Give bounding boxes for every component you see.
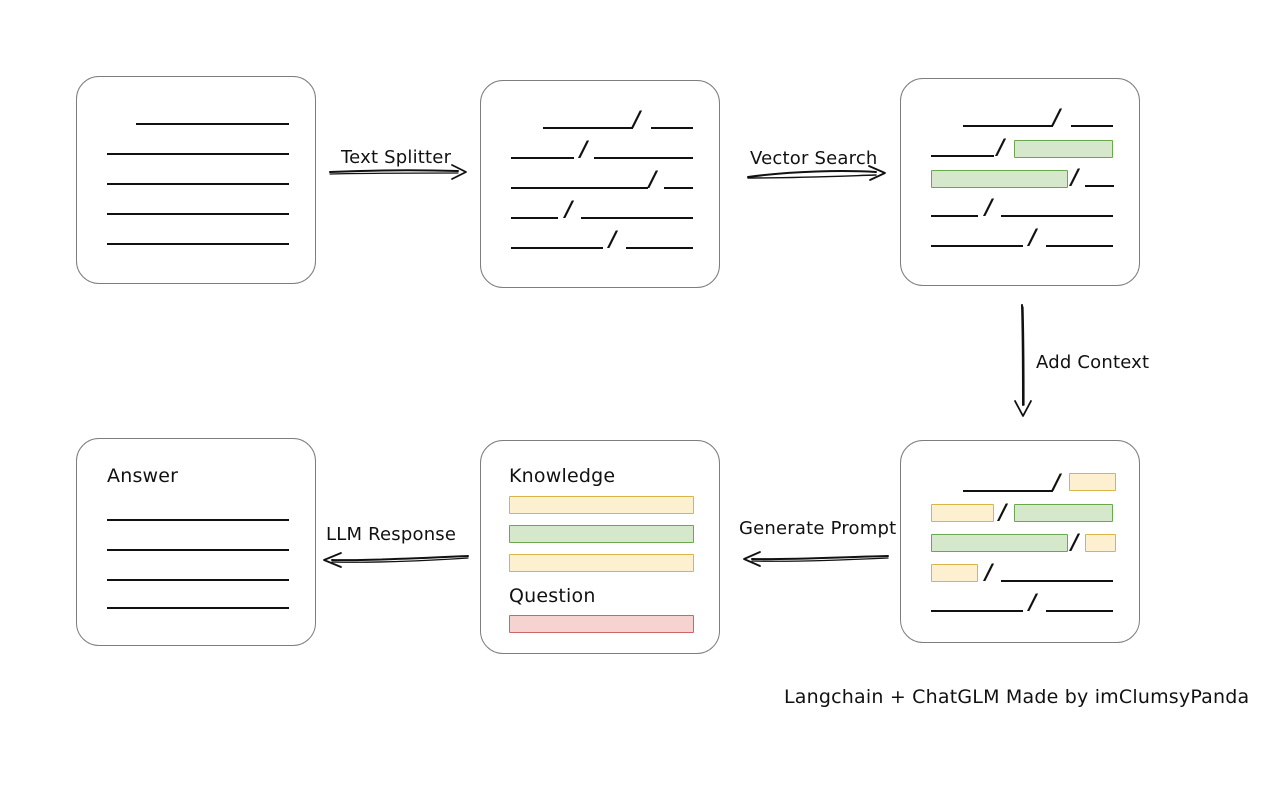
- node-prompt[interactable]: Knowledge Question: [480, 440, 720, 654]
- node-context-document[interactable]: / / / / /: [900, 440, 1140, 643]
- slash-icon: /: [609, 227, 617, 251]
- slash-icon: /: [1053, 470, 1061, 494]
- doc-line: [107, 607, 289, 609]
- doc-line: [626, 247, 693, 249]
- edge-text-splitter: [329, 160, 470, 186]
- doc-line: [1085, 185, 1114, 187]
- split-document-lines: / / / / /: [481, 81, 719, 287]
- edge-label-llm-response: LLM Response: [326, 524, 457, 545]
- doc-line: [107, 213, 289, 215]
- slash-icon: /: [649, 167, 657, 191]
- slash-icon: /: [1029, 225, 1037, 249]
- context-chunk-green[interactable]: [931, 534, 1068, 552]
- doc-line: [664, 187, 693, 189]
- doc-line: [107, 579, 289, 581]
- doc-line: [107, 183, 289, 185]
- doc-line: [963, 490, 1053, 492]
- context-document-lines: / / / / /: [901, 441, 1139, 642]
- doc-line: [511, 247, 603, 249]
- slash-icon: /: [999, 500, 1007, 524]
- node-answer[interactable]: Answer: [76, 438, 316, 646]
- slash-icon: /: [565, 197, 573, 221]
- doc-line: [543, 127, 633, 129]
- doc-line: [107, 243, 289, 245]
- knowledge-bar-yellow[interactable]: [509, 496, 694, 514]
- node-matched-document[interactable]: / / / / /: [900, 78, 1140, 286]
- edge-label-add-context: Add Context: [1036, 352, 1150, 373]
- question-bar-red[interactable]: [509, 615, 694, 633]
- edge-label-text-splitter: Text Splitter: [341, 147, 452, 168]
- node-split-document[interactable]: / / / / /: [480, 80, 720, 288]
- doc-line: [931, 215, 978, 217]
- context-chunk-yellow[interactable]: [1085, 534, 1116, 552]
- answer-label: Answer: [107, 465, 179, 487]
- slash-icon: /: [997, 135, 1005, 159]
- edge-add-context: [1010, 304, 1040, 417]
- slash-icon: /: [985, 560, 993, 584]
- matched-document-lines: / / / / /: [901, 79, 1139, 285]
- doc-line: [107, 519, 289, 521]
- context-chunk-green[interactable]: [1014, 504, 1113, 522]
- doc-line: [931, 245, 1023, 247]
- doc-line: [107, 153, 289, 155]
- doc-line: [1071, 125, 1113, 127]
- answer-lines: [77, 439, 315, 645]
- slash-icon: /: [1071, 165, 1079, 189]
- edge-label-vector-search: Vector Search: [750, 148, 878, 169]
- edge-label-generate-prompt: Generate Prompt: [739, 518, 897, 539]
- doc-line: [511, 187, 648, 189]
- edge-generate-prompt: [740, 547, 889, 573]
- knowledge-label: Knowledge: [509, 465, 616, 487]
- doc-line: [651, 127, 693, 129]
- knowledge-bar-green[interactable]: [509, 525, 694, 543]
- knowledge-bar-yellow[interactable]: [509, 554, 694, 572]
- slash-icon: /: [633, 107, 641, 131]
- matched-chunk-green[interactable]: [1014, 140, 1113, 158]
- doc-line: [1046, 245, 1113, 247]
- edge-vector-search: [747, 162, 888, 188]
- context-chunk-yellow[interactable]: [1069, 473, 1116, 491]
- question-label: Question: [509, 585, 596, 607]
- slash-icon: /: [580, 137, 588, 161]
- slash-icon: /: [985, 195, 993, 219]
- doc-line: [931, 610, 1023, 612]
- doc-line: [511, 217, 558, 219]
- doc-line: [107, 549, 289, 551]
- doc-line: [136, 123, 289, 125]
- doc-line: [1046, 610, 1113, 612]
- matched-chunk-green[interactable]: [931, 170, 1068, 188]
- slash-icon: /: [1029, 590, 1037, 614]
- node-source-document[interactable]: [76, 76, 316, 284]
- doc-line: [581, 217, 693, 219]
- context-chunk-yellow[interactable]: [931, 504, 994, 522]
- doc-line: [594, 157, 693, 159]
- source-document-lines: [77, 77, 315, 283]
- slash-icon: /: [1053, 105, 1061, 129]
- doc-line: [511, 157, 574, 159]
- doc-line: [963, 125, 1053, 127]
- slash-icon: /: [1071, 530, 1079, 554]
- doc-line: [1001, 580, 1113, 582]
- edge-llm-response: [320, 548, 469, 574]
- doc-line: [1001, 215, 1113, 217]
- credit-text: Langchain + ChatGLM Made by imClumsyPand…: [784, 686, 1250, 708]
- context-chunk-yellow[interactable]: [931, 564, 978, 582]
- doc-line: [931, 155, 994, 157]
